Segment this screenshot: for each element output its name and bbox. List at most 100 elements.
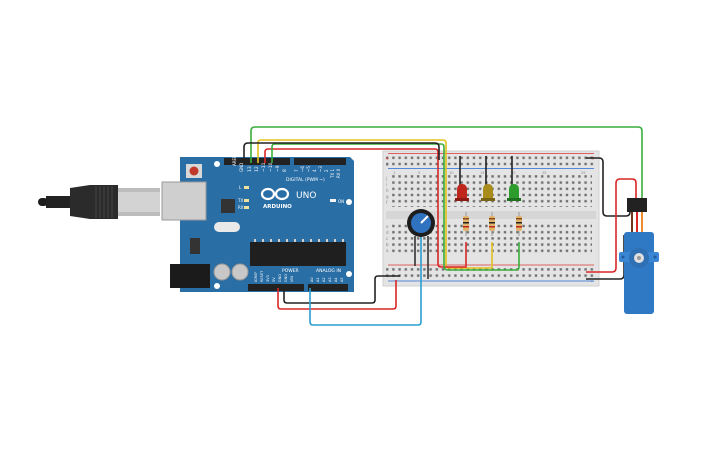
brand-label: ARDUINO bbox=[263, 204, 292, 210]
rx-label: RX bbox=[238, 205, 244, 210]
svg-text:RESET: RESET bbox=[260, 270, 264, 282]
wire-black-servo-gnd[interactable] bbox=[586, 157, 631, 217]
analog-label: ANALOG IN bbox=[316, 268, 341, 274]
svg-text:29: 29 bbox=[581, 171, 585, 175]
power-pin-labels: IOREF RESET 3V3 5V GND GND VIN bbox=[254, 270, 294, 282]
wire-red-pin11[interactable] bbox=[264, 148, 467, 268]
svg-text:A1: A1 bbox=[316, 277, 320, 282]
resistor[interactable] bbox=[489, 212, 495, 236]
wire-green-pin13[interactable] bbox=[250, 126, 643, 199]
pin-label-13: 13 bbox=[247, 166, 253, 172]
analog-pin-labels: A0 A1 A2 A3 A4 A5 bbox=[310, 277, 344, 282]
svg-text:i: i bbox=[386, 182, 387, 187]
digital-header-right bbox=[294, 158, 346, 165]
svg-text:IOREF: IOREF bbox=[254, 272, 258, 282]
center-channel bbox=[386, 211, 596, 219]
svg-text:15: 15 bbox=[480, 171, 484, 175]
svg-text:5: 5 bbox=[418, 171, 420, 175]
svg-text:5V: 5V bbox=[272, 277, 276, 282]
pin-labels-right: 7 ~6 ~5 4 ~3 2 TX 1 RX 0 bbox=[294, 166, 341, 179]
svg-text:e: e bbox=[386, 224, 389, 229]
mount-hole bbox=[346, 271, 352, 277]
power-header bbox=[248, 284, 304, 291]
row-letters-top: j i h g f bbox=[385, 176, 389, 205]
analog-header bbox=[308, 284, 348, 291]
pin-label-12: 12 bbox=[254, 166, 260, 172]
potentiometer[interactable] bbox=[407, 209, 435, 279]
usb-grip-ridges bbox=[95, 186, 113, 218]
row-letters-bottom: e d c b a bbox=[386, 224, 389, 253]
atmega-chip bbox=[250, 242, 346, 266]
capacitor bbox=[213, 263, 231, 281]
wire-black-gnd-power[interactable] bbox=[283, 275, 400, 304]
svg-text:7: 7 bbox=[294, 169, 299, 172]
svg-text:~3: ~3 bbox=[318, 166, 323, 172]
svg-text:2: 2 bbox=[324, 169, 329, 172]
wire-black-gnd[interactable] bbox=[243, 142, 440, 163]
led-lead-wires bbox=[459, 156, 513, 188]
pin-label-9: ~9 bbox=[275, 165, 281, 172]
svg-text:20: 20 bbox=[511, 171, 515, 175]
digital-label: DIGITAL (PWM ~) bbox=[286, 177, 325, 183]
power-label: POWER bbox=[282, 268, 299, 274]
svg-text:RX 0: RX 0 bbox=[336, 168, 341, 178]
rail-minus-label: - bbox=[386, 163, 388, 169]
svg-text:f: f bbox=[386, 200, 388, 205]
svg-text:A2: A2 bbox=[322, 277, 326, 282]
svg-text:TX 1: TX 1 bbox=[330, 169, 335, 179]
pin-label-11: ~11 bbox=[261, 162, 267, 172]
top-power-rails bbox=[386, 154, 596, 168]
arduino-logo-icon bbox=[260, 187, 290, 201]
rail-plus-label: + bbox=[385, 156, 389, 162]
mount-hole bbox=[214, 283, 220, 289]
usb-b-port bbox=[161, 181, 207, 221]
mount-hole bbox=[214, 161, 220, 167]
arduino-uno-board[interactable]: ARDUINO UNO DIGITAL (PWM ~) POWER ANALOG… bbox=[161, 155, 354, 292]
l-led-label: L bbox=[239, 185, 242, 190]
led-red[interactable] bbox=[455, 184, 469, 201]
wire-blue-a0[interactable] bbox=[309, 236, 422, 326]
svg-text:4: 4 bbox=[312, 169, 317, 172]
svg-text:10: 10 bbox=[449, 171, 453, 175]
svg-text:~6: ~6 bbox=[300, 166, 305, 172]
svg-text:g: g bbox=[386, 194, 389, 199]
wire-red-5v[interactable] bbox=[277, 280, 397, 310]
mount-hole bbox=[346, 199, 352, 205]
rail-plus-label: + bbox=[591, 156, 595, 162]
model-label: UNO bbox=[296, 191, 316, 201]
tx-label: TX bbox=[237, 198, 243, 203]
column-numbers: 1 5 10 15 20 25 29 bbox=[393, 171, 585, 175]
on-label: ON bbox=[338, 199, 344, 204]
led-green[interactable] bbox=[507, 184, 521, 201]
rail-minus-label: - bbox=[591, 279, 593, 285]
svg-text:1: 1 bbox=[393, 171, 395, 175]
svg-text:A4: A4 bbox=[334, 277, 338, 282]
resistor[interactable] bbox=[516, 212, 522, 236]
pin-label-aref: AREF bbox=[232, 155, 237, 166]
svg-text:b: b bbox=[386, 242, 389, 247]
capacitor bbox=[231, 263, 249, 281]
wire-green-pin10[interactable] bbox=[271, 143, 520, 271]
reset-button[interactable] bbox=[189, 166, 199, 176]
servo-motor[interactable] bbox=[619, 198, 659, 314]
svg-text:A5: A5 bbox=[340, 277, 344, 282]
svg-text:h: h bbox=[386, 188, 389, 193]
svg-text:~5: ~5 bbox=[306, 166, 311, 172]
svg-text:A3: A3 bbox=[328, 277, 332, 282]
svg-text:GND: GND bbox=[278, 274, 282, 282]
digital-header-left bbox=[224, 158, 290, 165]
wire-red-servo-vcc[interactable] bbox=[586, 178, 637, 273]
usb-cable[interactable] bbox=[38, 185, 160, 219]
svg-text:3V3: 3V3 bbox=[266, 275, 270, 282]
svg-text:d: d bbox=[386, 230, 389, 235]
crystal bbox=[214, 222, 240, 232]
led-yellow[interactable] bbox=[481, 184, 495, 201]
svg-text:j: j bbox=[385, 176, 387, 181]
voltage-regulator bbox=[190, 238, 200, 254]
bottom-power-rails bbox=[386, 266, 596, 280]
svg-text:c: c bbox=[386, 236, 388, 241]
resistor[interactable] bbox=[463, 212, 469, 236]
svg-text:a: a bbox=[386, 248, 389, 253]
power-jack bbox=[170, 264, 210, 288]
